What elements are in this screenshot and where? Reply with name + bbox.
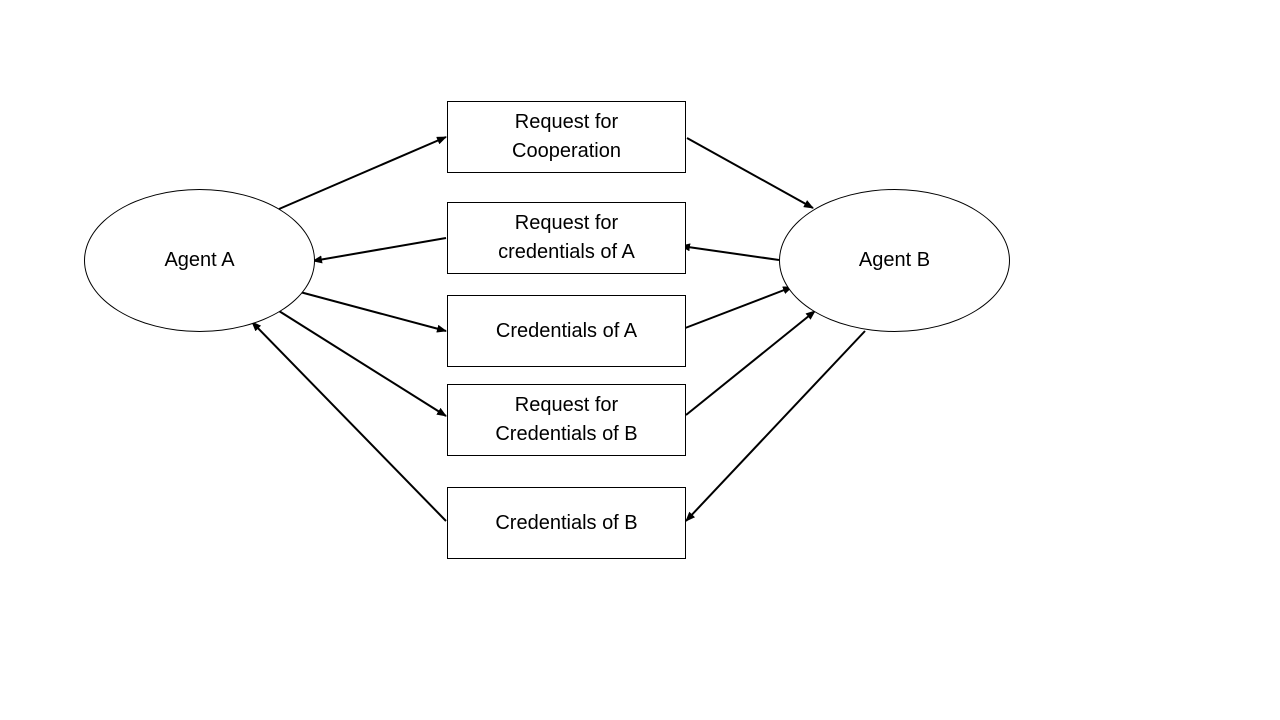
arrow-request-credentials-a-to-a [312, 237, 447, 264]
arrow-credentials-a-to-b [679, 286, 793, 331]
agent-b-label: Agent B [858, 249, 931, 271]
agent-a-node: Agent A [84, 189, 315, 332]
message-credentials-a: Credentials of A [447, 295, 686, 367]
arrow-b-to-request-credentials-a [680, 243, 780, 261]
message-request-credentials-b: Request for Credentials of B [447, 384, 686, 456]
agent-b-node: Agent B [779, 189, 1010, 332]
message-line-1: Request for [514, 394, 619, 416]
message-line-2: credentials of A [498, 241, 635, 263]
arrow-a-to-request-credentials-b [278, 310, 447, 417]
agent-a-label: Agent A [164, 249, 235, 271]
arrow-a-to-credentials-a [299, 291, 447, 333]
message-line-2: Cooperation [512, 140, 621, 162]
arrow-credentials-b-to-a [251, 321, 447, 522]
message-line-1: Request for [514, 212, 619, 234]
message-request-credentials-a: Request for credentials of A [447, 202, 686, 274]
message-line-2: Credentials of B [495, 423, 638, 445]
message-line-1: Request for [514, 111, 619, 133]
arrow-request-credentials-b-to-b [685, 310, 816, 416]
message-line-1: Credentials of A [495, 319, 638, 342]
arrow-a-to-request-cooperation [278, 136, 447, 210]
message-request-cooperation: Request for Cooperation [447, 101, 686, 173]
message-credentials-b: Credentials of B [447, 487, 686, 559]
arrow-request-cooperation-to-b [686, 137, 814, 209]
arrow-b-to-credentials-b [685, 330, 866, 522]
message-line-1: Credentials of B [495, 511, 638, 534]
